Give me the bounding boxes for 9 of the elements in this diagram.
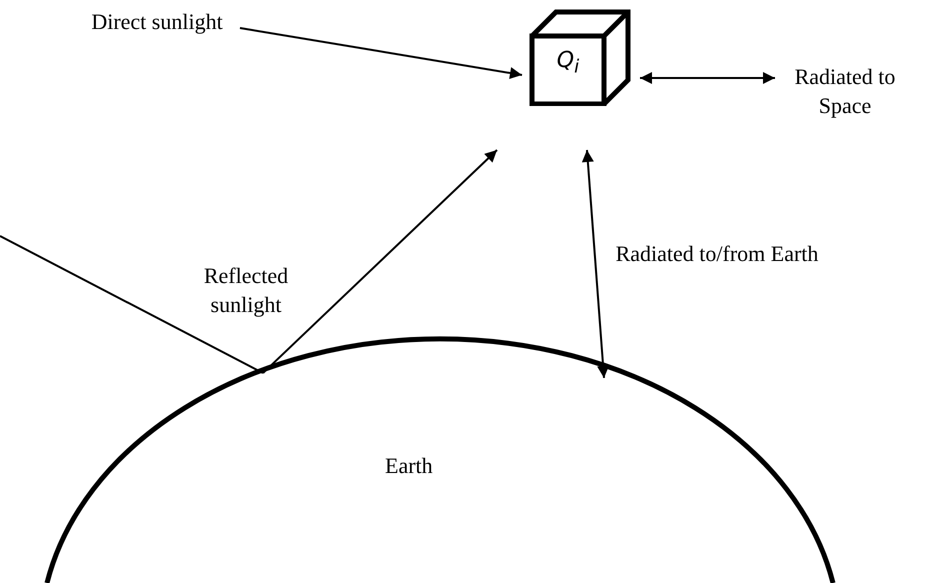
symbol-label: Q$_{i}$ [556, 48, 580, 78]
arrow [262, 149, 498, 374]
text-label: Direct sunlight [72, 8, 242, 40]
text-label: Radiated to Space [775, 63, 915, 127]
earth-label: Earth [385, 453, 433, 479]
line [0, 235, 264, 374]
arrow [582, 150, 610, 378]
arrow [240, 27, 522, 79]
arrow [640, 72, 775, 84]
